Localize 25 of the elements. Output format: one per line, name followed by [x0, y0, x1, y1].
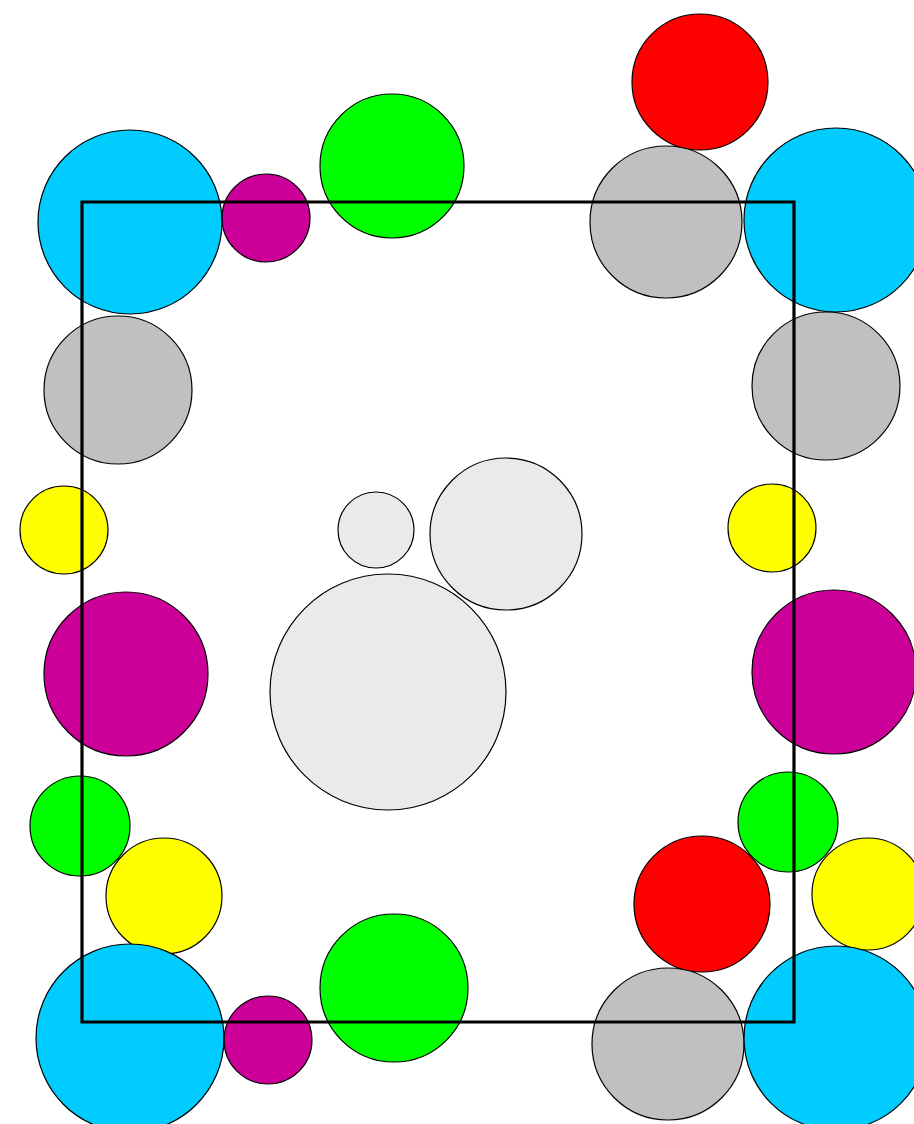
circle [727, 483, 817, 573]
circle [633, 835, 771, 973]
circle [743, 127, 914, 313]
circle [337, 491, 415, 569]
circle [35, 943, 225, 1124]
circle [751, 311, 901, 461]
circle [737, 771, 839, 873]
circle [19, 485, 109, 575]
circle [811, 837, 914, 951]
circle [105, 837, 223, 955]
circle [429, 457, 583, 611]
circle [221, 173, 311, 263]
circle [631, 13, 769, 151]
circle [43, 591, 209, 757]
circle [589, 145, 743, 299]
circle [43, 315, 193, 465]
circle [269, 573, 507, 811]
circle [319, 913, 469, 1063]
circle [591, 967, 745, 1121]
circle [223, 995, 313, 1085]
circle [29, 775, 131, 877]
circle [37, 129, 223, 315]
circle [751, 589, 914, 755]
circle [743, 945, 914, 1124]
circle [319, 93, 465, 239]
